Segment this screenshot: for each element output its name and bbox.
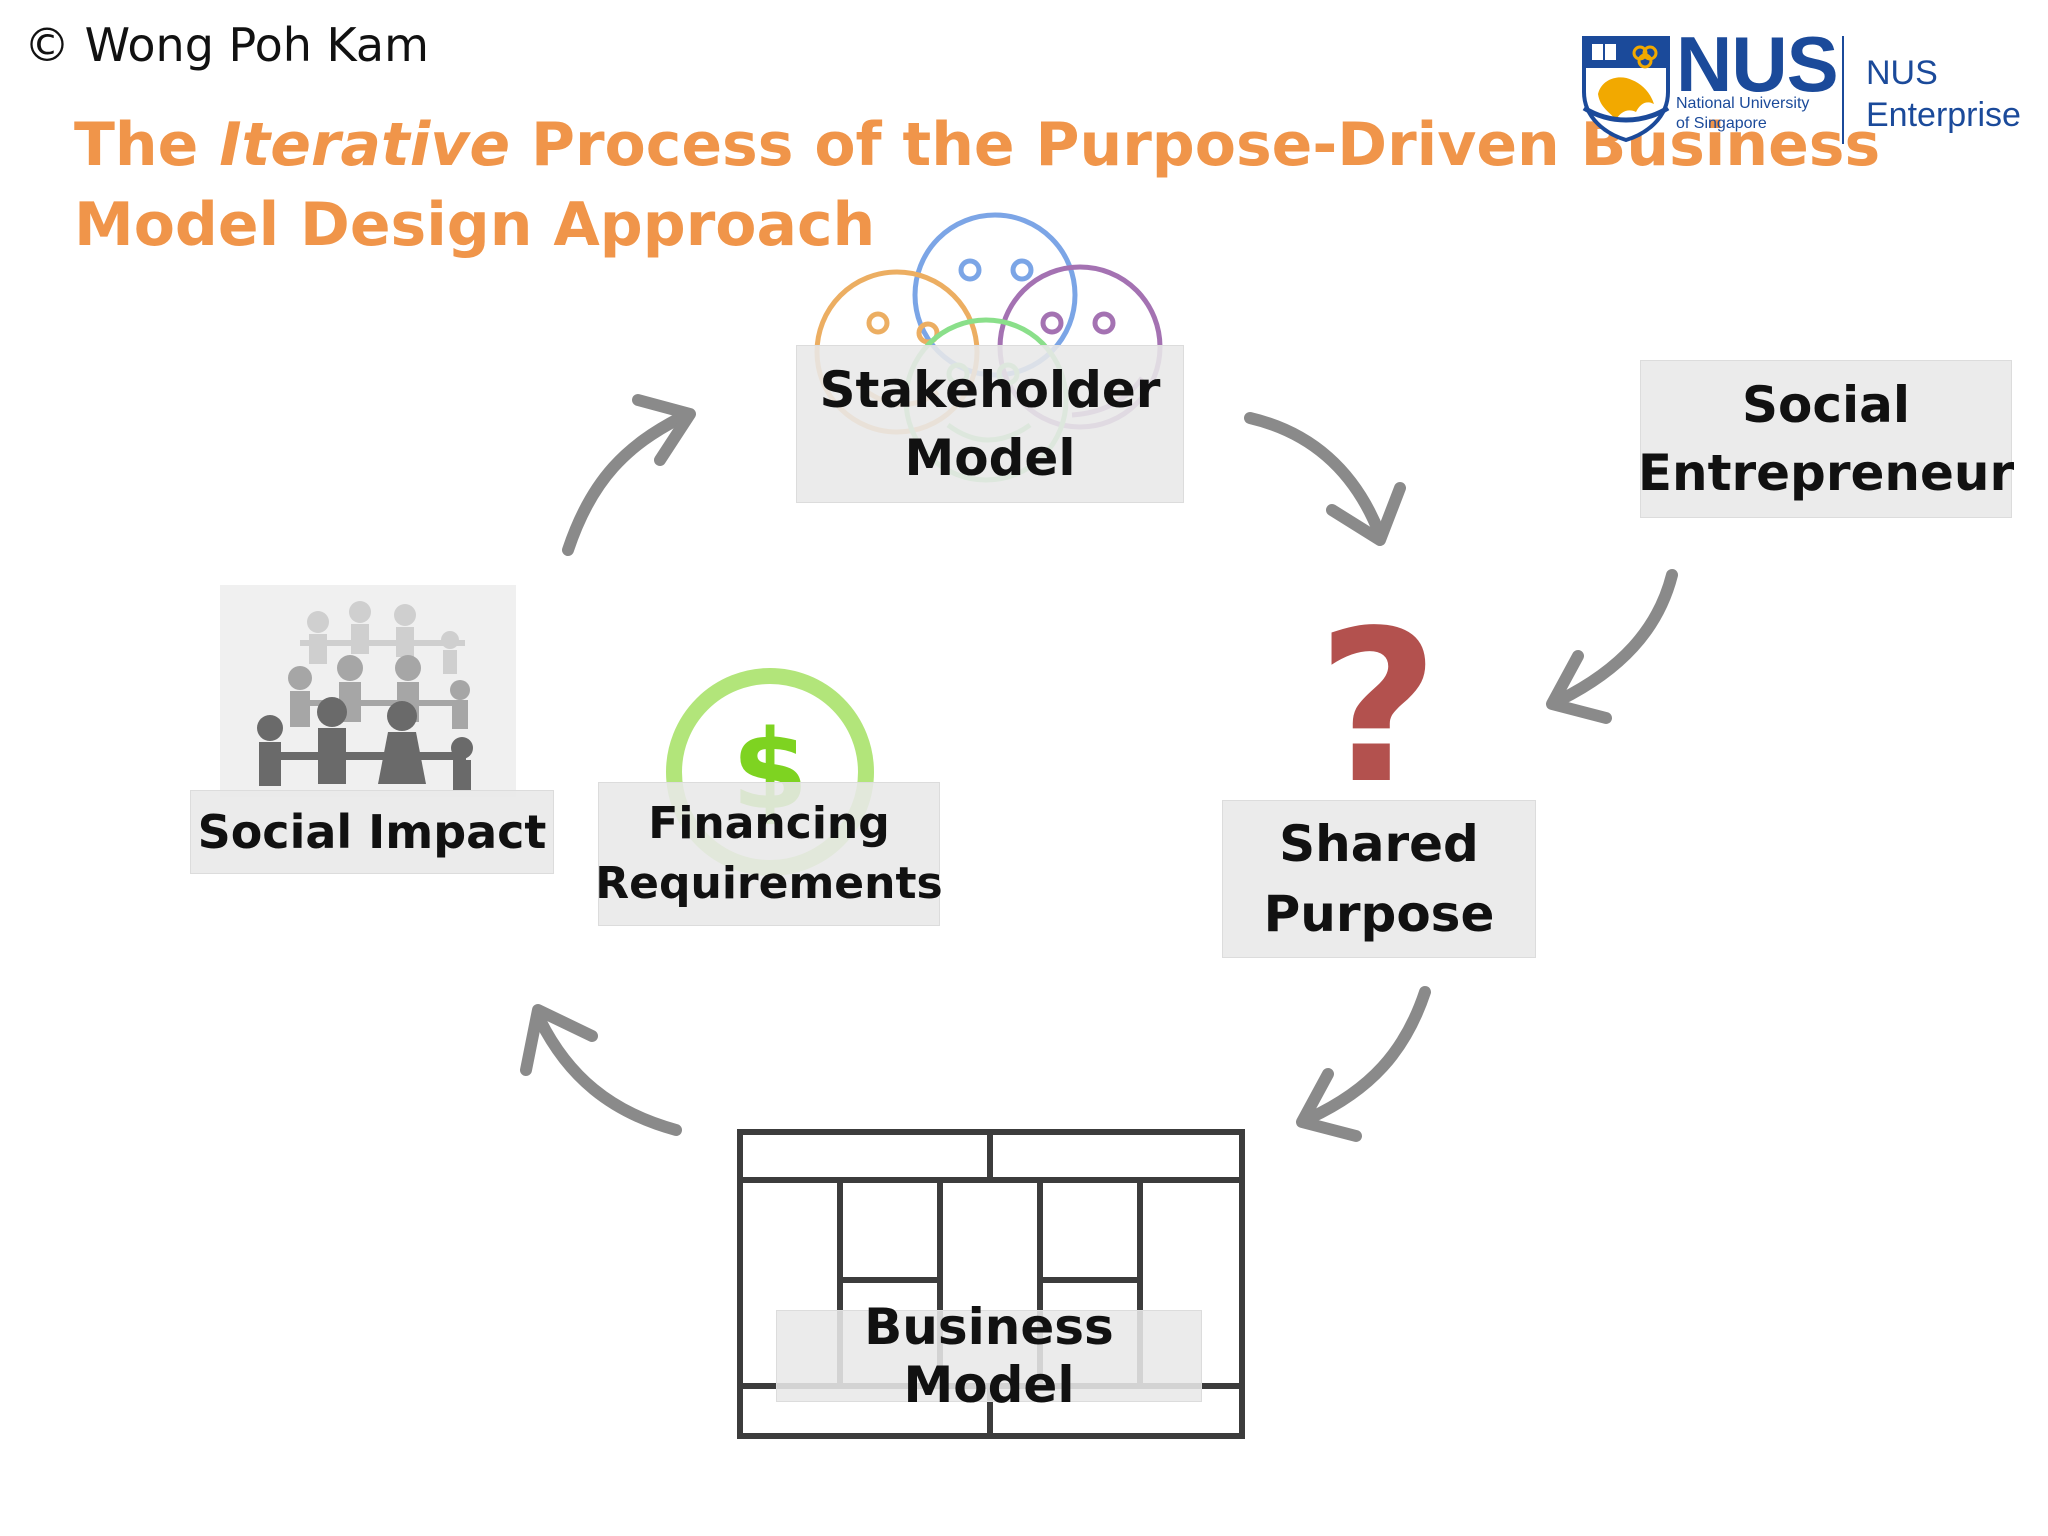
social-entrepreneur-line-1: Social — [1741, 376, 1911, 434]
nus-enterprise-line-1: NUS — [1866, 54, 1938, 92]
title-italic-word: Iterative — [219, 110, 511, 180]
stakeholder-model-label: Stakeholder Model — [796, 345, 1184, 503]
nus-university-line-1: National University — [1676, 95, 1810, 112]
arrow-business-model-to-impact-icon — [520, 1004, 682, 1136]
social-entrepreneur-line-2: Entrepreneur — [1637, 444, 2015, 502]
nus-acronym: NUS — [1676, 20, 1839, 108]
shared-purpose-line-2: Purpose — [1263, 885, 1495, 943]
arrow-purpose-to-business-model-icon — [1296, 986, 1431, 1142]
title-part-1: The — [74, 110, 220, 180]
stakeholder-line-2: Model — [904, 429, 1076, 487]
title-line-2: Model Design Approach — [74, 190, 876, 260]
financing-line-2: Requirements — [595, 858, 943, 909]
shared-purpose-line-1: Shared — [1279, 815, 1479, 873]
question-mark-icon: ? — [1317, 585, 1439, 830]
nus-enterprise-logo: NUS National University of Singapore NUS… — [1570, 24, 2030, 148]
stakeholder-line-1: Stakeholder — [819, 361, 1161, 419]
logo-divider — [1842, 36, 1844, 144]
people-chain-icon — [220, 585, 516, 797]
shared-purpose-label: Shared Purpose — [1222, 800, 1536, 958]
social-entrepreneur-label: Social Entrepreneur — [1637, 360, 2015, 518]
nus-enterprise-line-2: Enterprise — [1866, 96, 2021, 134]
business-model-label: Business Model — [776, 1298, 1202, 1414]
arrow-impact-to-stakeholder-icon — [562, 394, 696, 556]
nus-enterprise-name: NUS Enterprise — [1866, 52, 2021, 136]
copyright-text: © Wong Poh Kam — [24, 18, 429, 72]
nus-university-line-2: of Singapore — [1676, 115, 1767, 132]
financing-line-1: Financing — [648, 798, 890, 849]
nus-university-name: National University of Singapore — [1676, 94, 1809, 134]
financing-requirements-label: Financing Requirements — [595, 782, 943, 926]
arrow-entrepreneur-to-purpose-icon — [1546, 569, 1678, 724]
nus-crest-icon — [1582, 36, 1670, 142]
arrow-stakeholder-to-purpose-icon — [1244, 412, 1406, 546]
social-impact-label: Social Impact — [190, 790, 554, 874]
